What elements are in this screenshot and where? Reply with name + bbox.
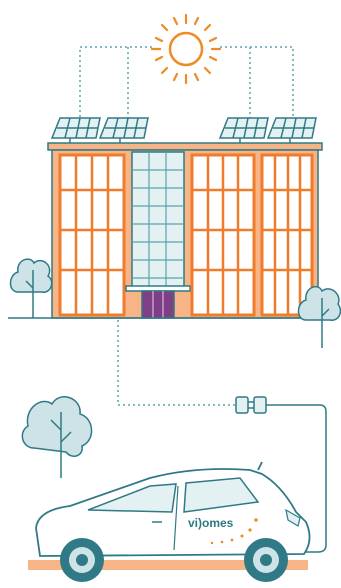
window-block-right <box>262 155 312 315</box>
window-block-left <box>60 155 124 315</box>
power-line-dotted <box>118 320 236 405</box>
car-wheel-rear <box>60 538 104 582</box>
car-wheel-front <box>244 538 288 582</box>
solar-panel-icon <box>52 118 316 138</box>
entrance-door <box>142 291 174 318</box>
window-block-middle <box>192 155 254 315</box>
tree-icon <box>22 397 91 478</box>
electric-car-icon: vi)omes <box>28 462 310 582</box>
building-icon <box>8 143 330 318</box>
plug-icon <box>236 397 276 413</box>
vehicle-brand-logo: vi)omes <box>188 516 234 530</box>
tree-icon <box>11 259 52 318</box>
sun-icon <box>152 15 220 83</box>
